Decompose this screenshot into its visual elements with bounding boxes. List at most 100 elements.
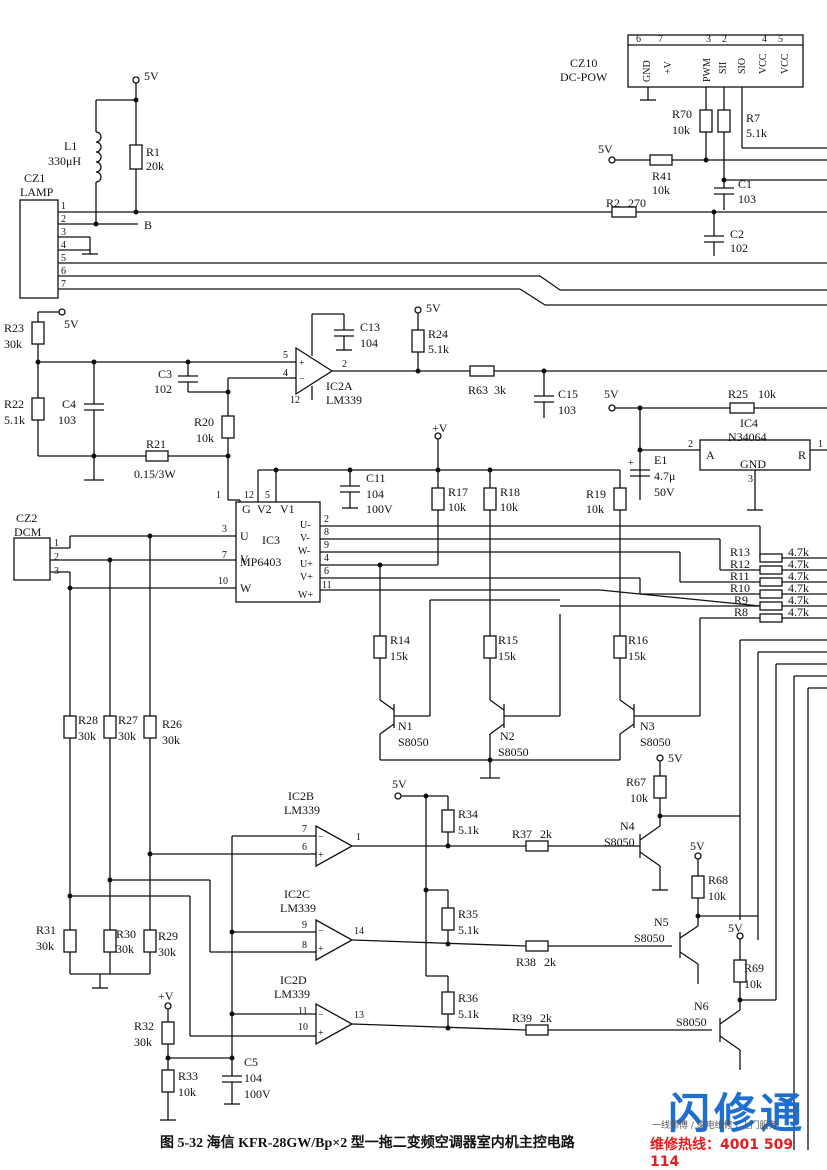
r26-ref: R26	[162, 717, 182, 731]
r39-ref: R39	[512, 1011, 532, 1025]
r37-ref: R37	[512, 827, 532, 841]
r41-supply: 5V	[598, 142, 613, 156]
cz1-pin-3: 3	[61, 227, 66, 238]
r41-value: 10k	[652, 183, 670, 197]
r33-ref: R33	[178, 1069, 198, 1083]
r22-value: 5.1k	[4, 413, 25, 427]
cz10-signal-vcc-1: VCC	[758, 53, 769, 74]
c11-rating: 100V	[366, 502, 393, 516]
cz1-pin-2: 2	[61, 214, 66, 225]
r1-value: 20k	[146, 159, 164, 173]
r18-value: 10k	[500, 500, 518, 514]
cz10-signal-vcc-2: VCC	[780, 53, 791, 74]
resistor-r23	[31, 321, 45, 345]
resistor-r32	[161, 1021, 175, 1045]
ic3-label-w-plus: W+	[298, 590, 313, 601]
r67-value: 10k	[630, 791, 648, 805]
resistor-r67	[653, 775, 667, 799]
r24-value: 5.1k	[428, 342, 449, 356]
r68-supply: 5V	[690, 839, 705, 853]
cz2-pin-2: 2	[54, 552, 59, 563]
cz10-pin-5: 5	[778, 34, 783, 45]
r14-ref: R14	[390, 633, 410, 647]
cz10-pin-4: 4	[762, 34, 767, 45]
r16-value: 15k	[628, 649, 646, 663]
r30-value: 30k	[116, 942, 134, 956]
r69-supply: 5V	[728, 921, 743, 935]
ic3-pin-12: 12	[244, 490, 254, 501]
r70-ref: R70	[672, 107, 692, 121]
connector-cz10: 6 7 3 2 4 5 GND +V PWM SII SIO VCC VCC C…	[560, 34, 804, 88]
comparator-ic2a	[295, 346, 334, 396]
resistor-r15	[483, 635, 497, 659]
cz1-pin-7: 7	[61, 279, 66, 290]
c15-ref: C15	[558, 387, 578, 401]
ic3-label-v1: V1	[280, 502, 295, 516]
n2-ref: N2	[500, 729, 515, 743]
r27-ref: R27	[118, 713, 138, 727]
resistor-r28	[63, 715, 77, 739]
c5-rating: 100V	[244, 1087, 271, 1101]
ic3-pin-9: 9	[324, 540, 329, 551]
watermark-hotline: 维修热线：4001 509 114	[650, 1137, 794, 1170]
cz1-pin-1: 1	[61, 201, 66, 212]
ic2a-ref: IC2A	[326, 379, 353, 393]
r31-value: 30k	[36, 939, 54, 953]
comparator-ic2d	[315, 1002, 354, 1046]
ic3-part: MP6403	[240, 555, 281, 569]
ic2b-pin-7: 7	[302, 824, 307, 835]
r24-supply: 5V	[426, 301, 441, 315]
resistor-array-r8-r13	[560, 553, 827, 623]
resistor-r39	[525, 1024, 549, 1036]
ic2b-part: LM339	[284, 803, 320, 817]
ic2c-pin-9: 9	[302, 920, 307, 931]
ic3-pin-7: 7	[222, 550, 227, 561]
ic2d-pin-11: 11	[298, 1006, 308, 1017]
cz2-ref: CZ2	[16, 511, 37, 525]
n5-ref: N5	[654, 915, 669, 929]
ic3-pin-3: 3	[222, 524, 227, 535]
ic3-label-w-minus: W-	[298, 546, 310, 557]
n5-part: S8050	[634, 931, 665, 945]
svg-text:+: +	[318, 944, 324, 955]
r36-ref: R36	[458, 991, 478, 1005]
resistor-r24	[411, 329, 425, 353]
c13-ref: C13	[360, 320, 380, 334]
r2-value: 270	[628, 196, 646, 210]
r19-value: 10k	[586, 502, 604, 516]
resistor-r38	[525, 940, 549, 952]
r18-ref: R18	[500, 485, 520, 499]
resistor-r16	[613, 635, 627, 659]
r32-supply: +V	[158, 989, 174, 1003]
cz10-signal-sii: SII	[718, 62, 729, 74]
ic3-pin-1: 1	[216, 490, 221, 501]
resistor-r41	[649, 154, 673, 166]
watermark-subtitle: 一线师傅 / 家电维修 / 上门服务	[652, 1121, 778, 1131]
r68-value: 10k	[708, 889, 726, 903]
resistor-r37	[525, 840, 549, 852]
r19-ref: R19	[586, 487, 606, 501]
resistor-r35	[441, 907, 455, 931]
resistor-r22	[31, 397, 45, 421]
r27-value: 30k	[118, 729, 136, 743]
r10-ref: R10	[730, 581, 750, 595]
ic-ic3	[235, 501, 321, 603]
c1-value: 103	[738, 192, 756, 206]
net-b-label: B	[144, 218, 152, 232]
r16-ref: R16	[628, 633, 648, 647]
c5-ref: C5	[244, 1055, 258, 1069]
resistor-r18	[483, 487, 497, 511]
r23-supply: 5V	[64, 317, 79, 331]
svg-text:+: +	[628, 458, 634, 469]
c15-value: 103	[558, 403, 576, 417]
c13-value: 104	[360, 336, 378, 350]
ic2a-pin-5: 5	[283, 350, 288, 361]
r13-ref: R13	[730, 545, 750, 559]
r32-value: 30k	[134, 1035, 152, 1049]
figure-caption: 图 5-32 海信 KFR-28GW/Bp×2 型一拖二变频空调器室内机主控电路	[160, 1136, 575, 1151]
r69-value: 10k	[744, 977, 762, 991]
l1-value: 330μH	[48, 154, 81, 168]
n1-part: S8050	[398, 735, 429, 749]
ic4-supply: 5V	[604, 387, 619, 401]
ic3-pin-6: 6	[324, 566, 329, 577]
